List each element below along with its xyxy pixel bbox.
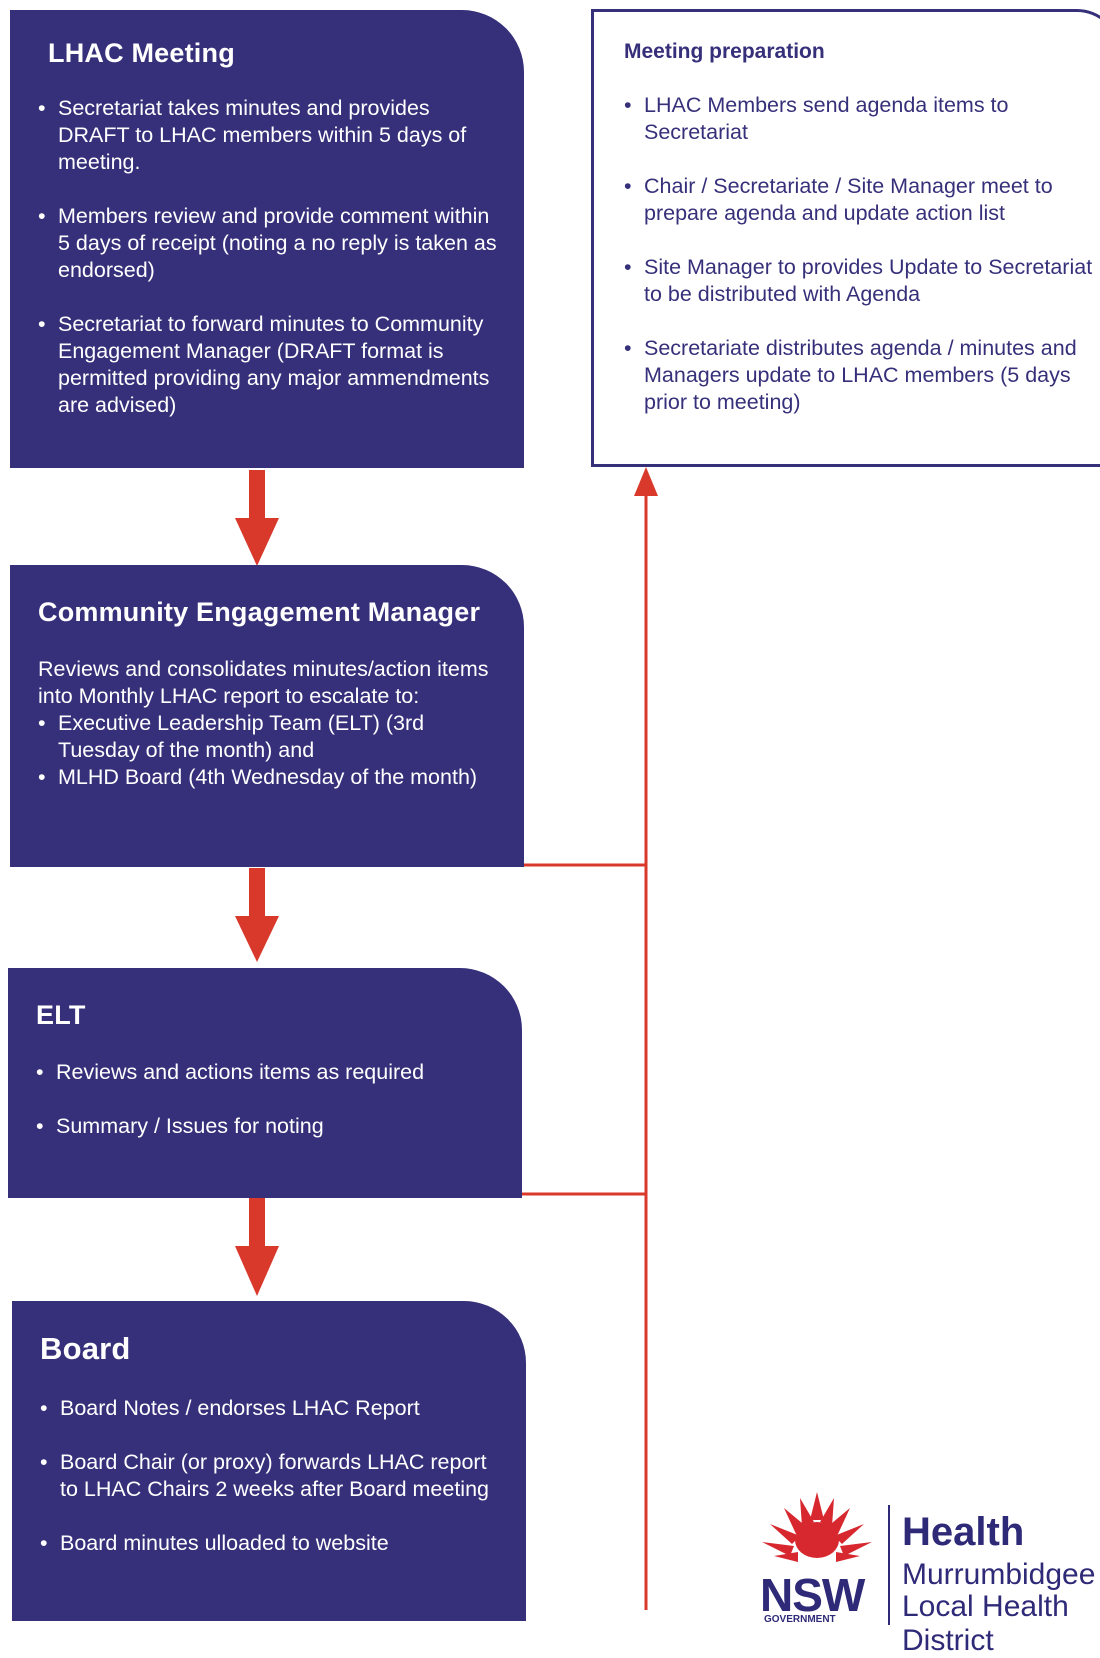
list-item: Site Manager to provides Update to Secre… xyxy=(624,254,1098,308)
elt-list: Reviews and actions items as required Su… xyxy=(36,1059,502,1140)
waratah-icon xyxy=(762,1492,872,1562)
list-item: LHAC Members send agenda items to Secret… xyxy=(624,92,1098,146)
community-engagement-manager-list: Executive Leadership Team (ELT) (3rd Tue… xyxy=(38,710,504,791)
list-item: Secretariate distributes agenda / minute… xyxy=(624,335,1098,416)
list-item: MLHD Board (4th Wednesday of the month) xyxy=(38,764,504,791)
health-wordmark: Health xyxy=(902,1510,1025,1554)
elt-box: ELT Reviews and actions items as require… xyxy=(8,968,522,1198)
district-name-line1: Murrumbidgee xyxy=(902,1558,1096,1591)
down-arrow-3 xyxy=(235,1198,279,1296)
district-name-line2: Local Health District xyxy=(902,1590,1069,1657)
list-item: Chair / Secretariate / Site Manager meet… xyxy=(624,173,1098,227)
board-title: Board xyxy=(40,1331,131,1366)
list-item: Board minutes ulloaded to website xyxy=(40,1530,506,1557)
board-list: Board Notes / endorses LHAC Report Board… xyxy=(40,1395,506,1557)
list-item: Reviews and actions items as required xyxy=(36,1059,502,1086)
meeting-preparation-box: Meeting preparation LHAC Members send ag… xyxy=(591,9,1100,467)
down-arrow-2 xyxy=(235,868,279,962)
nsw-health-logo: NSW GOVERNMENT Health Murrumbidgee Local… xyxy=(752,1490,1100,1657)
flow-connectors xyxy=(235,467,658,1610)
board-box: Board Board Notes / endorses LHAC Report… xyxy=(12,1301,526,1621)
list-item: Secretariat to forward minutes to Commun… xyxy=(38,311,504,419)
logo-divider xyxy=(888,1505,890,1625)
lhac-meeting-list: Secretariat takes minutes and provides D… xyxy=(38,95,504,419)
community-engagement-manager-title: Community Engagement Manager xyxy=(38,597,481,627)
community-engagement-manager-box: Community Engagement Manager Reviews and… xyxy=(10,565,524,867)
government-label: GOVERNMENT xyxy=(764,1614,836,1625)
lhac-meeting-title: LHAC Meeting xyxy=(48,38,235,68)
lhac-meeting-box: LHAC Meeting Secretariat takes minutes a… xyxy=(10,10,524,468)
feedback-line xyxy=(522,480,648,1610)
list-item: Summary / Issues for noting xyxy=(36,1113,502,1140)
list-item: Members review and provide comment withi… xyxy=(38,203,504,284)
list-item: Executive Leadership Team (ELT) (3rd Tue… xyxy=(38,710,504,764)
community-engagement-manager-intro: Reviews and consolidates minutes/action … xyxy=(38,657,489,708)
down-arrow-1 xyxy=(235,470,279,566)
list-item: Board Chair (or proxy) forwards LHAC rep… xyxy=(40,1449,506,1503)
list-item: Secretariat takes minutes and provides D… xyxy=(38,95,504,176)
list-item: Board Notes / endorses LHAC Report xyxy=(40,1395,506,1422)
meeting-preparation-list: LHAC Members send agenda items to Secret… xyxy=(624,92,1098,416)
meeting-preparation-title: Meeting preparation xyxy=(624,40,825,63)
up-arrow-head xyxy=(634,467,658,496)
elt-title: ELT xyxy=(36,1000,86,1030)
